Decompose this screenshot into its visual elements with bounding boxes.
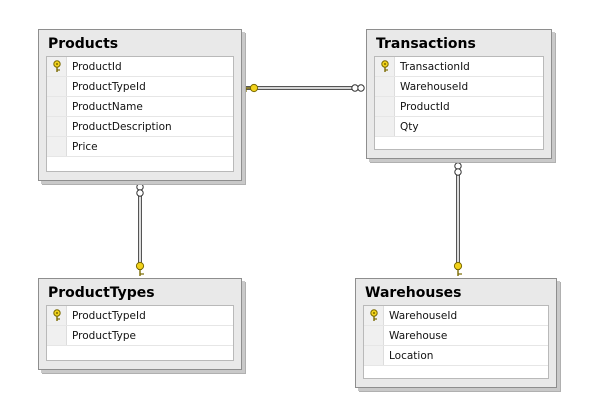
column-row[interactable]: Qty	[375, 117, 543, 137]
primary-key-icon	[375, 57, 395, 76]
row-selector	[47, 117, 67, 136]
column-name: ProductTypeId	[72, 309, 146, 322]
relationship-products-transactions	[244, 83, 365, 93]
column-name: Price	[72, 140, 98, 153]
key-end-icon	[453, 261, 463, 276]
column-name: Qty	[400, 120, 419, 133]
column-row[interactable]: TransactionId	[375, 57, 543, 77]
key-end-icon	[135, 261, 145, 276]
relationship-producttypes-products	[135, 182, 145, 276]
column-name: ProductTypeId	[72, 80, 146, 93]
table-title: Warehouses	[365, 285, 462, 301]
table-title: ProductTypes	[48, 285, 155, 301]
column-row[interactable]: ProductTypeId	[47, 77, 233, 97]
column-name: Location	[389, 349, 434, 362]
column-row[interactable]: WarehouseId	[364, 306, 548, 326]
row-selector	[364, 326, 384, 345]
column-name: Warehouse	[389, 329, 448, 342]
row-selector	[47, 97, 67, 116]
column-row[interactable]: ProductDescription	[47, 117, 233, 137]
row-selector	[375, 117, 395, 136]
column-name: ProductDescription	[72, 120, 172, 133]
column-row[interactable]: ProductTypeId	[47, 306, 233, 326]
column-name: WarehouseId	[400, 80, 469, 93]
column-name: ProductId	[72, 60, 122, 73]
column-row[interactable]: ProductId	[375, 97, 543, 117]
row-selector	[375, 77, 395, 96]
column-row[interactable]: WarehouseId	[375, 77, 543, 97]
table-title: Transactions	[376, 36, 476, 52]
column-row[interactable]: ProductType	[47, 326, 233, 346]
row-selector	[47, 77, 67, 96]
key-end-icon	[244, 83, 259, 93]
row-selector	[47, 326, 67, 345]
column-name: ProductName	[72, 100, 143, 113]
primary-key-icon	[47, 306, 67, 325]
column-row[interactable]: ProductId	[47, 57, 233, 77]
infinity-end-icon	[136, 183, 144, 197]
column-name: ProductType	[72, 329, 136, 342]
column-row[interactable]: Warehouse	[364, 326, 548, 346]
column-name: ProductId	[400, 100, 450, 113]
relationship-warehouses-transactions	[453, 160, 463, 276]
column-row[interactable]: Location	[364, 346, 548, 366]
infinity-end-icon	[351, 84, 365, 92]
table-title: Products	[48, 36, 119, 52]
column-row[interactable]: Price	[47, 137, 233, 157]
row-selector	[47, 137, 67, 156]
row-selector	[375, 97, 395, 116]
row-selector	[364, 346, 384, 365]
infinity-end-icon	[454, 162, 462, 176]
column-name: TransactionId	[400, 60, 470, 73]
column-row[interactable]: ProductName	[47, 97, 233, 117]
primary-key-icon	[364, 306, 384, 325]
primary-key-icon	[47, 57, 67, 76]
column-name: WarehouseId	[389, 309, 458, 322]
